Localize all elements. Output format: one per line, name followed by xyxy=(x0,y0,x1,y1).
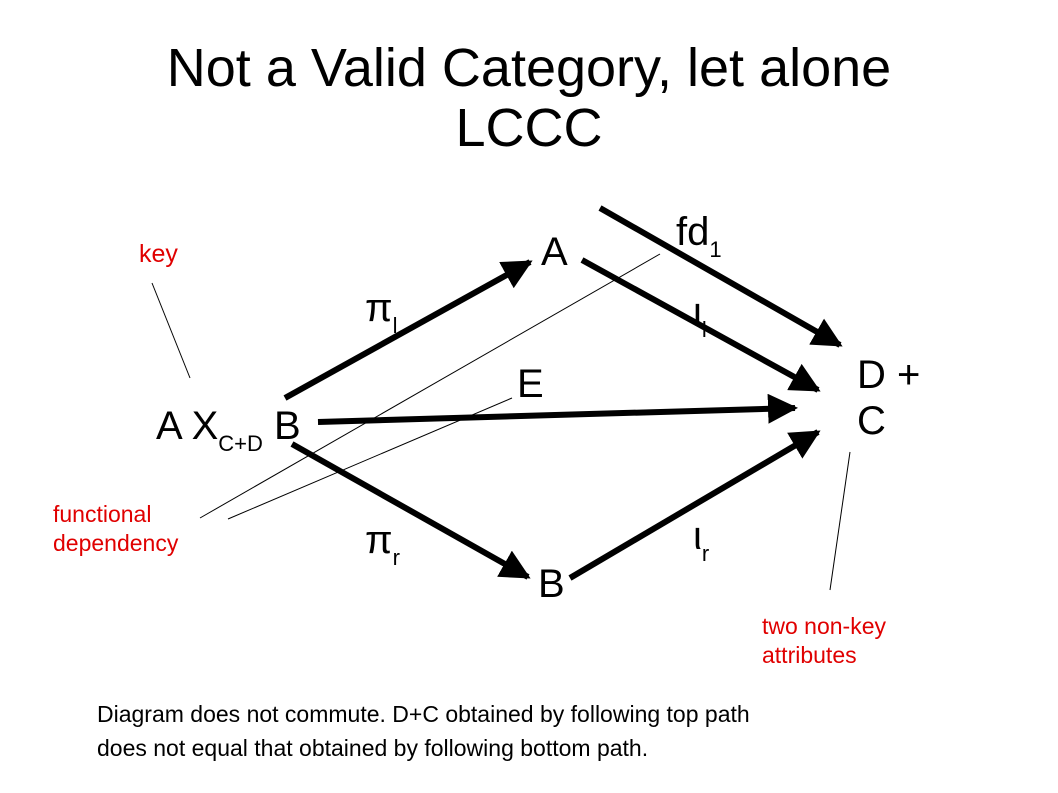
arrow-fd1 xyxy=(598,205,843,348)
annotation-key: key xyxy=(139,240,178,268)
title-line-1: Not a Valid Category, let alone xyxy=(166,38,892,98)
arrow-i-r xyxy=(568,429,821,581)
arrow-pi-l xyxy=(283,259,533,401)
node-coproduct: D + C xyxy=(857,353,921,443)
label-pi-r: πr xyxy=(365,518,400,570)
label-fd1: fd1 xyxy=(676,210,722,262)
node-product: A XC+D B xyxy=(156,404,301,456)
arrow-i-l xyxy=(580,257,821,393)
label-pi-l: πl xyxy=(365,286,398,338)
arrow-e xyxy=(317,393,798,425)
arrow-pi-r xyxy=(290,441,531,580)
leader-key xyxy=(151,282,191,379)
slide-title: Not a Valid Category, let alone LCCC xyxy=(0,38,1058,158)
leader-nonkey xyxy=(829,451,851,591)
title-line-2: LCCC xyxy=(455,98,603,158)
annotation-functional-dependency: functional dependency xyxy=(53,501,179,556)
node-a: A xyxy=(541,230,568,274)
node-e: E xyxy=(517,362,544,406)
slide-caption: Diagram does not commute. D+C obtained b… xyxy=(97,701,750,761)
annotation-non-key-attributes: two non-key attributes xyxy=(762,613,887,668)
node-b: B xyxy=(538,562,565,606)
leader-fd-to-e xyxy=(227,397,513,520)
leader-fd-to-fd1 xyxy=(199,253,661,519)
label-i-l: ιl xyxy=(693,290,707,342)
label-i-r: ιr xyxy=(693,514,710,566)
